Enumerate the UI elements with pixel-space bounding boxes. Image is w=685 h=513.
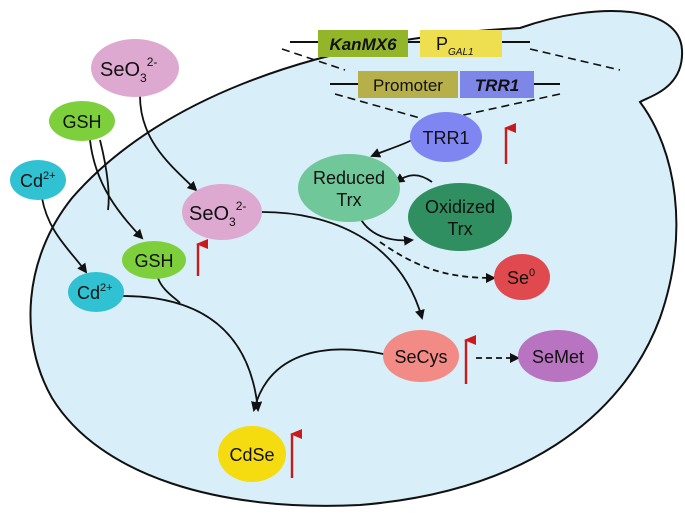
recombination-line-right (529, 48, 621, 71)
node-reduced-trx: Reduced Trx (298, 154, 400, 222)
kanmx6-box (318, 30, 408, 57)
svg-text:Oxidized: Oxidized (425, 197, 495, 217)
svg-text:Reduced: Reduced (313, 168, 385, 188)
node-gsh-inner: GSH (122, 241, 186, 279)
recombination-line-left (281, 48, 346, 71)
svg-text:Se0: Se0 (507, 267, 535, 288)
construct-kanmx6-pgal1: KanMX6 PGAL1 (290, 30, 530, 58)
arrow-secys-to-cdse (251, 348, 389, 412)
svg-text:SeMet: SeMet (532, 347, 584, 367)
pgal1-box (420, 30, 502, 57)
kanmx6-label: KanMX6 (329, 35, 397, 54)
arrow-seo3-to-secys (261, 211, 425, 320)
svg-text:SeO32-: SeO32- (189, 199, 246, 229)
recombination-line-left-2 (334, 93, 421, 119)
arrow-cd-in (41, 197, 88, 274)
svg-text:TRR1: TRR1 (422, 128, 469, 148)
node-cd-inner: Cd2+ (68, 272, 124, 312)
promoter-label: Promoter (373, 76, 443, 95)
node-cd-outer: Cd2+ (10, 160, 66, 200)
svg-text:SeO32-: SeO32- (100, 55, 157, 85)
arrow-cd-to-cdse (121, 295, 263, 412)
svg-text:Trx: Trx (336, 190, 361, 210)
node-semet: SeMet (518, 330, 598, 382)
promoter-box (358, 71, 458, 98)
construct-promoter-trr1: Promoter TRR1 (330, 71, 560, 98)
line-gsh-to-cdse (157, 277, 181, 304)
trr1-gene-box (460, 71, 534, 98)
svg-text:CdSe: CdSe (229, 445, 274, 465)
line-gsh-outer-cross (99, 139, 110, 211)
node-se0: Se0 (494, 254, 550, 300)
svg-text:Cd2+: Cd2+ (77, 282, 113, 303)
node-cdse: CdSe (218, 426, 286, 482)
svg-text:Cd2+: Cd2+ (20, 170, 56, 191)
arrow-oxidized-to-reduced (394, 173, 433, 184)
svg-text:Trx: Trx (447, 219, 472, 239)
node-trr1: TRR1 (410, 112, 482, 162)
node-secys: SeCys (383, 330, 459, 382)
pgal1-label: PGAL1 (436, 34, 474, 58)
arrow-trr1-to-reduced (370, 139, 413, 158)
trr1-gene-label: TRR1 (475, 76, 519, 95)
svg-text:GSH: GSH (134, 251, 173, 271)
node-oxidized-trx: Oxidized Trx (408, 183, 512, 251)
yeast-cell (29, 9, 684, 507)
arrow-to-se0 (379, 241, 496, 283)
arrow-seo3-in (139, 95, 198, 192)
svg-text:GSH: GSH (62, 112, 101, 132)
svg-text:SeCys: SeCys (394, 347, 447, 367)
node-seo3-outer: SeO32- (91, 39, 179, 97)
recombination-line-right-2 (449, 93, 561, 119)
node-gsh-outer: GSH (49, 101, 115, 141)
node-seo3-inner: SeO32- (182, 184, 262, 240)
